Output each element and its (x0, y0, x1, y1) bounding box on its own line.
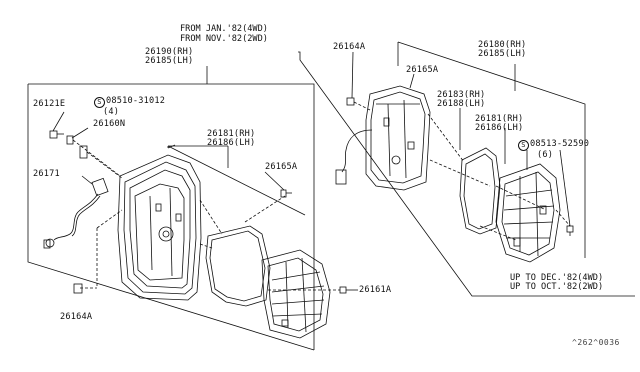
screw-part-number: 08510-31012 (106, 96, 166, 106)
lens-right (495, 163, 561, 263)
label-26165a-mid: 26165A (265, 162, 298, 172)
right-assembly-frame (298, 41, 635, 297)
leader-dashes-right (353, 101, 571, 241)
label-26181-rh-right: 26181(RH) (475, 114, 524, 124)
fasteners-left (49, 130, 356, 294)
label-26161a: 26161A (359, 285, 392, 295)
label-26165a-right: 26165A (406, 65, 439, 75)
label-26171: 26171 (33, 169, 60, 179)
label-26186-lh-right: 26186(LH) (475, 123, 524, 133)
label-26180-rh: 26180(RH) (478, 40, 527, 50)
label-26121e: 26121E (33, 99, 66, 109)
note-up-to-oct-82: UP TO OCT.'82(2WD) (510, 282, 604, 292)
label-26164a-right: 26164A (333, 42, 366, 52)
label-08513-qty: (6) (537, 150, 554, 160)
note-up-to-dec-82: UP TO DEC.'82(4WD) (510, 273, 604, 283)
lens-left (261, 249, 331, 339)
label-26185-lh: 26185(LH) (145, 56, 194, 66)
label-08510-qty: (4) (103, 107, 120, 117)
leader-dashes-left (72, 139, 340, 291)
gasket-left (205, 225, 271, 307)
label-26186-lh-left: 26186(LH) (207, 138, 256, 148)
note-from-jan-82: FROM JAN.'82(4WD) (180, 24, 268, 34)
label-26190-rh: 26190(RH) (145, 47, 194, 57)
socket-harness-right (335, 129, 373, 185)
label-26181-rh-left: 26181(RH) (207, 129, 256, 139)
socket-harness-left (43, 177, 109, 249)
diagram-code: ^262^0036 (572, 338, 620, 347)
screw-symbol-icon: S (518, 140, 529, 151)
left-assembly-frame (27, 66, 315, 351)
label-26164a-left: 26164A (60, 312, 93, 322)
label-leaders (52, 51, 571, 291)
screw-part-number: 08513-52590 (530, 139, 590, 149)
screw-symbol-icon: S (94, 97, 105, 108)
gasket-right (459, 147, 501, 235)
label-26185-lh-right: 26185(LH) (478, 49, 527, 59)
lamp-housing-right (365, 85, 431, 191)
note-from-nov-82: FROM NOV.'82(2WD) (180, 34, 268, 44)
label-26188-lh: 26188(LH) (437, 99, 486, 109)
label-26160n: 26160N (93, 119, 126, 129)
lamp-housing-left (117, 154, 202, 301)
label-26183-rh: 26183(RH) (437, 90, 486, 100)
